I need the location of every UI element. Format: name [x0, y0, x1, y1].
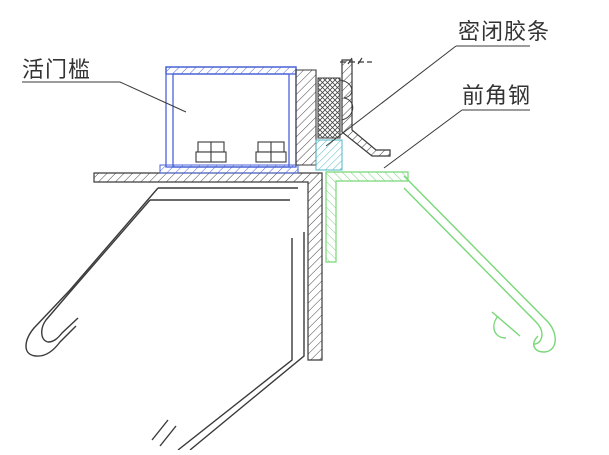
label-seal-strip: 密闭胶条 — [458, 20, 551, 45]
main-angle-steel — [93, 172, 323, 361]
leader-seal-strip — [325, 45, 530, 147]
lower-anchor-bar — [151, 232, 305, 451]
threshold-vertical-plate — [295, 69, 317, 166]
bolt-left — [195, 141, 227, 163]
bolt-right — [255, 141, 287, 163]
front-angle-steel — [325, 171, 409, 263]
label-front-angle-steel: 前角钢 — [462, 84, 532, 109]
filler-block — [315, 139, 343, 171]
right-anchor-bar — [403, 175, 556, 353]
leader-threshold — [22, 81, 187, 113]
threshold-base-plate — [159, 164, 299, 174]
door-frame-angle — [340, 57, 391, 157]
left-anchor-bar — [25, 187, 298, 357]
label-threshold: 活门槛 — [22, 58, 92, 83]
leader-front-angle-steel — [383, 109, 530, 169]
